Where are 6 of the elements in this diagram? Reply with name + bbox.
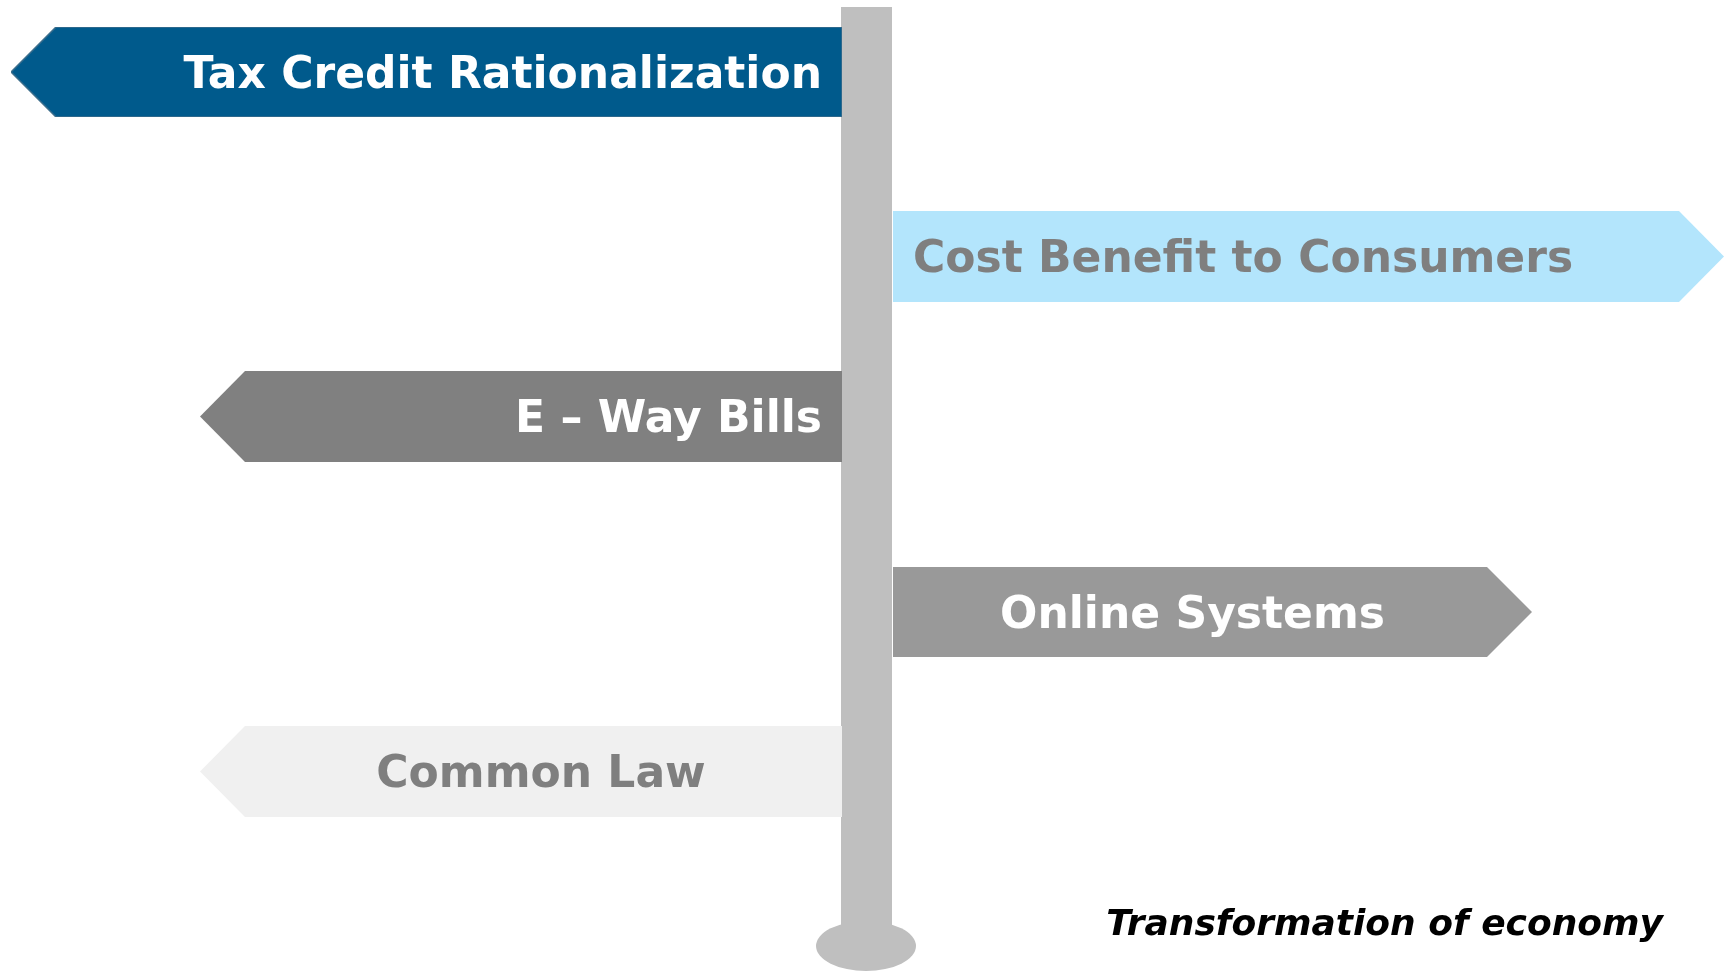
sign-label: Cost Benefit to Consumers — [913, 231, 1574, 282]
sign-label: Tax Credit Rationalization — [183, 46, 822, 98]
sign-label: Common Law — [376, 746, 706, 797]
caption: Transformation of economy — [1106, 902, 1663, 943]
sign-label: Online Systems — [1000, 586, 1385, 638]
sign-label: E – Way Bills — [515, 391, 822, 442]
